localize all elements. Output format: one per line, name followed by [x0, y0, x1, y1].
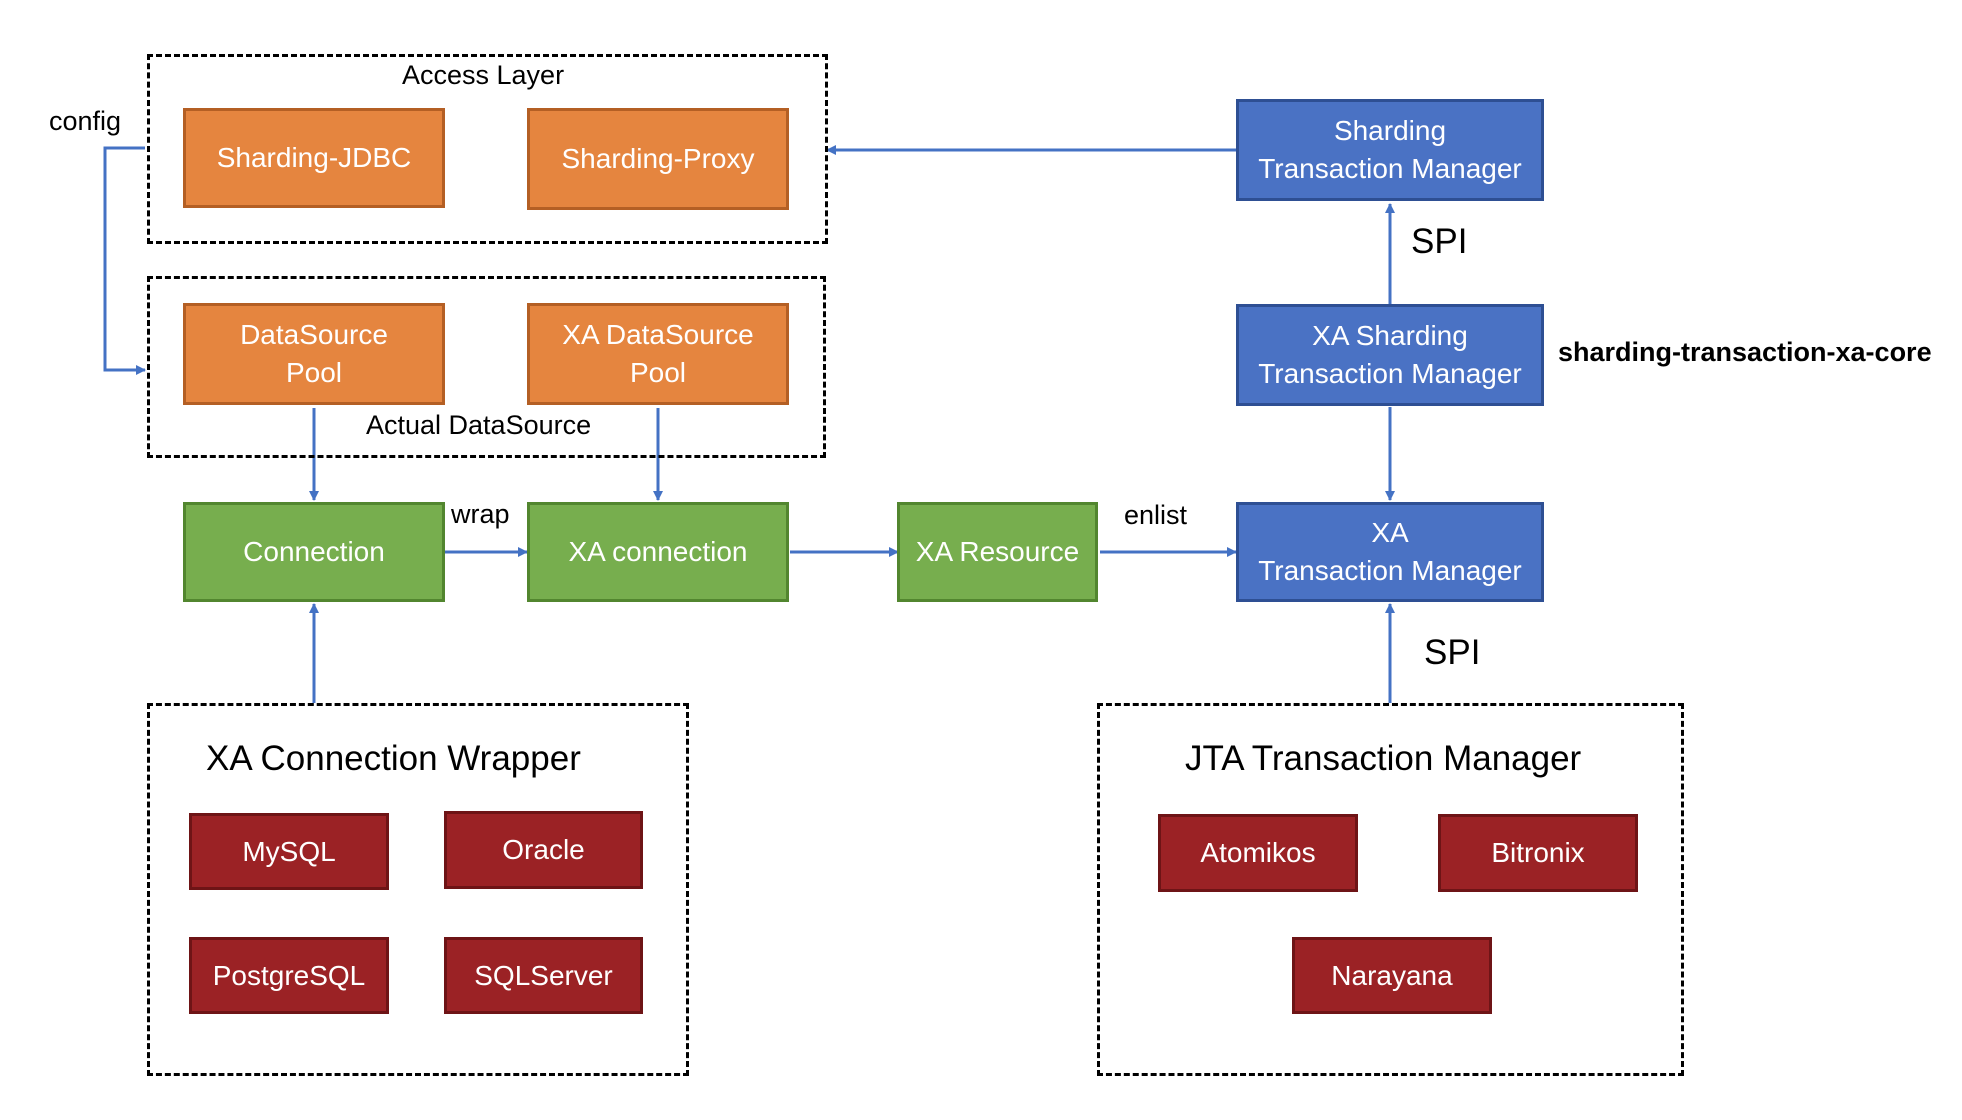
xa-connection-wrapper-group: [147, 703, 689, 1076]
spi-bottom-label: SPI: [1424, 633, 1481, 672]
actual-datasource-title: Actual DataSource: [366, 410, 592, 440]
sharding-jdbc-box: Sharding-JDBC: [183, 108, 445, 208]
access-layer-group: [147, 54, 828, 244]
xa-resource-box: XA Resource: [897, 502, 1098, 602]
connection-box: Connection: [183, 502, 445, 602]
datasource-pool-box: DataSource Pool: [183, 303, 445, 405]
access-layer-title: Access Layer: [402, 60, 565, 90]
jta-transaction-manager-group: [1097, 703, 1684, 1076]
oracle-box: Oracle: [444, 811, 643, 889]
atomikos-box: Atomikos: [1158, 814, 1358, 892]
xa-connection-box: XA connection: [527, 502, 789, 602]
sqlserver-box: SQLServer: [444, 937, 643, 1014]
bitronix-box: Bitronix: [1438, 814, 1638, 892]
wrap-label: wrap: [451, 499, 510, 529]
sharding-proxy-box: Sharding-Proxy: [527, 108, 789, 210]
xa-connection-wrapper-title: XA Connection Wrapper: [206, 739, 581, 778]
sharding-transaction-manager-box: Sharding Transaction Manager: [1236, 99, 1544, 201]
postgresql-box: PostgreSQL: [189, 937, 389, 1014]
xa-sharding-transaction-manager-box: XA Sharding Transaction Manager: [1236, 304, 1544, 406]
config-arrow: [103, 146, 146, 375]
mysql-box: MySQL: [189, 813, 389, 890]
actual-datasource-group: [147, 276, 826, 458]
spi-top-label: SPI: [1411, 222, 1468, 261]
sharding-transaction-xa-core-label: sharding-transaction-xa-core: [1558, 337, 1932, 367]
xa-datasource-pool-box: XA DataSource Pool: [527, 303, 789, 405]
config-label: config: [49, 106, 122, 136]
xa-transaction-manager-box: XA Transaction Manager: [1236, 502, 1544, 602]
enlist-label: enlist: [1124, 500, 1188, 530]
narayana-box: Narayana: [1292, 937, 1492, 1014]
jta-transaction-manager-title: JTA Transaction Manager: [1185, 739, 1582, 778]
